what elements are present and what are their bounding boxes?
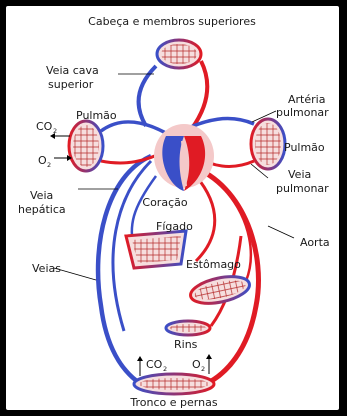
label-o2-bottom: O 2 [192, 358, 205, 373]
label-head-arms: Cabeça e membros superiores [88, 15, 256, 28]
heart [154, 124, 214, 191]
label-stomach: Estômago [186, 258, 241, 271]
co2-arrow-bottom [137, 356, 143, 376]
label-veins: Veias [32, 262, 61, 275]
svg-text:2: 2 [53, 127, 57, 135]
aorta-branch-liver [196, 176, 215, 261]
vena-cava-inferior [98, 156, 151, 384]
head-arms-capillaries [157, 40, 201, 68]
label-o2-top: O 2 [38, 154, 51, 169]
svg-text:2: 2 [201, 365, 205, 373]
svg-text:CO: CO [36, 120, 53, 133]
label-lung-right: Pulmão [284, 141, 325, 154]
liver [126, 231, 186, 268]
label-hepatic-vein-2: hepática [18, 203, 66, 216]
svg-text:O: O [38, 154, 47, 167]
circulatory-diagram: Cabeça e membros superiores Veia cava su… [6, 6, 339, 410]
label-pulm-artery-1: Artéria [288, 93, 325, 106]
label-trunk-legs: Tronco e pernas [129, 396, 217, 409]
lung-right [251, 119, 285, 169]
svg-text:2: 2 [47, 161, 51, 169]
lung-left [69, 121, 103, 171]
svg-text:O: O [192, 358, 201, 371]
label-pulm-vein-1: Veia [288, 168, 311, 181]
svg-text:2: 2 [163, 365, 167, 373]
vena-cava-superior [139, 66, 156, 126]
trunk-legs-capillaries [134, 374, 214, 394]
label-liver: Fígado [156, 220, 193, 233]
label-vena-cava-1: Veia cava [46, 64, 99, 77]
pulmonary-artery-left [101, 122, 171, 136]
label-co2-top: CO 2 [36, 120, 57, 135]
stomach [188, 272, 252, 308]
kidneys [166, 321, 210, 335]
label-lung-left: Pulmão [76, 109, 117, 122]
label-vena-cava-2: superior [48, 78, 94, 91]
label-co2-bottom: CO 2 [146, 358, 167, 373]
label-kidneys: Rins [174, 338, 198, 351]
svg-text:CO: CO [146, 358, 163, 371]
label-heart: Coração [142, 196, 187, 209]
leader-aorta [268, 226, 294, 238]
diagram-frame: Cabeça e membros superiores Veia cava su… [6, 6, 339, 410]
label-pulm-vein-2: pulmonar [276, 182, 329, 195]
label-hepatic-vein-1: Veia [30, 189, 53, 202]
label-pulm-artery-2: pulmonar [276, 106, 329, 119]
label-aorta: Aorta [300, 236, 330, 249]
o2-arrow-bottom [206, 354, 212, 374]
